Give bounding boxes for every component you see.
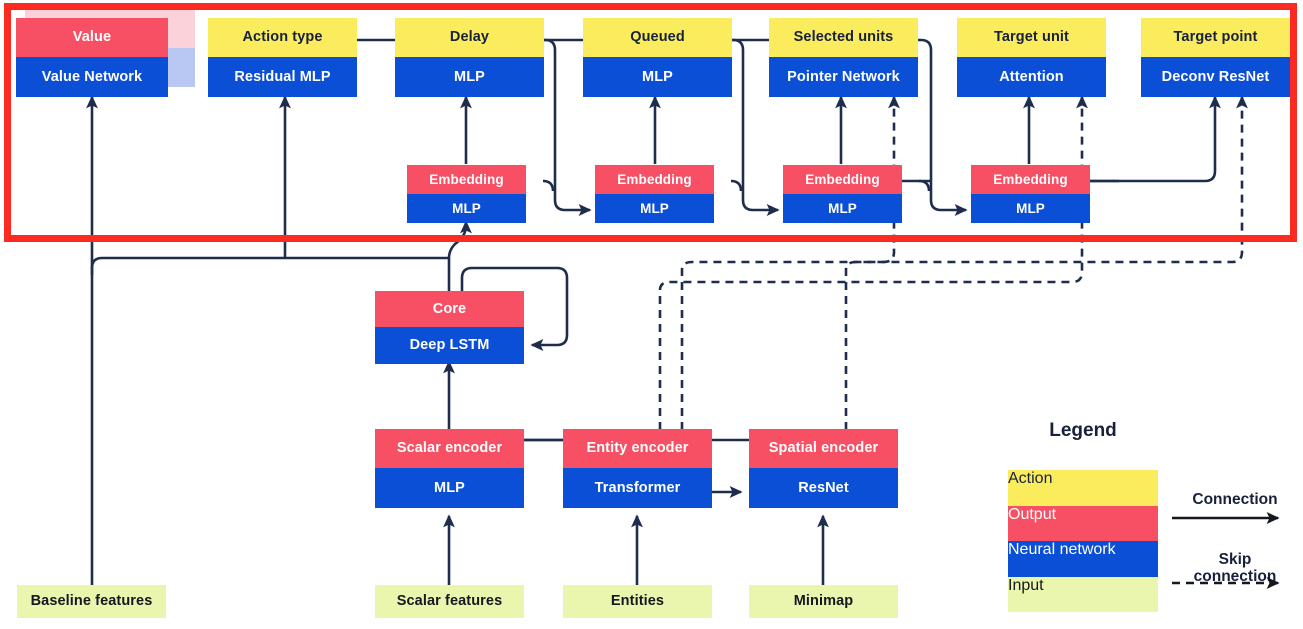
node-queued-title: Queued bbox=[583, 18, 732, 57]
skip-spatial-to-targetpoint bbox=[844, 95, 1248, 430]
edge-embedding3-right-stub bbox=[918, 179, 931, 192]
node-scalar-encoder[interactable]: Scalar encoder MLP bbox=[375, 429, 524, 508]
node-selected-units-title: Selected units bbox=[769, 18, 918, 57]
node-action-type[interactable]: Action type Residual MLP bbox=[208, 18, 357, 97]
node-minimap-label: Minimap bbox=[749, 585, 898, 618]
edge-embedding1-right-stub bbox=[542, 179, 555, 192]
node-scalar-encoder-network: MLP bbox=[375, 468, 524, 508]
node-target-point-title: Target point bbox=[1141, 18, 1290, 57]
skip-entity-to-selectedunits bbox=[680, 95, 900, 430]
node-entity-encoder-network: Transformer bbox=[563, 468, 712, 508]
node-embedding-4[interactable]: Embedding MLP bbox=[971, 165, 1090, 223]
edge-core-to-left-rail bbox=[90, 256, 449, 275]
node-target-unit[interactable]: Target unit Attention bbox=[957, 18, 1106, 97]
node-target-unit-network: Attention bbox=[957, 57, 1106, 97]
node-target-unit-title: Target unit bbox=[957, 18, 1106, 57]
node-core[interactable]: Core Deep LSTM bbox=[375, 291, 524, 364]
edge-core-to-embedding1 bbox=[447, 220, 472, 259]
node-queued[interactable]: Queued MLP bbox=[583, 18, 732, 97]
node-embedding-2-title: Embedding bbox=[595, 165, 714, 194]
node-action-type-title: Action type bbox=[208, 18, 357, 57]
node-selected-units-network: Pointer Network bbox=[769, 57, 918, 97]
node-embedding-3[interactable]: Embedding MLP bbox=[783, 165, 902, 223]
node-spatial-encoder-network: ResNet bbox=[749, 468, 898, 508]
node-value-title: Value bbox=[16, 18, 168, 57]
legend-connection-label: Connection bbox=[1192, 491, 1278, 508]
node-core-network: Deep LSTM bbox=[375, 327, 524, 364]
node-embedding-1-title: Embedding bbox=[407, 165, 526, 194]
node-value[interactable]: Value Value Network bbox=[16, 18, 168, 97]
node-embedding-4-network: MLP bbox=[971, 194, 1090, 223]
skip-entity-to-targetunit bbox=[658, 95, 1088, 430]
node-scalar-features-label: Scalar features bbox=[375, 585, 524, 618]
node-value-network: Value Network bbox=[16, 57, 168, 97]
node-embedding-3-title: Embedding bbox=[783, 165, 902, 194]
node-spatial-encoder-title: Spatial encoder bbox=[749, 429, 898, 468]
node-entities[interactable]: Entities bbox=[563, 585, 712, 618]
node-embedding-1[interactable]: Embedding MLP bbox=[407, 165, 526, 223]
node-action-type-network: Residual MLP bbox=[208, 57, 357, 97]
legend-arrow-samples bbox=[1172, 512, 1280, 589]
node-embedding-2-network: MLP bbox=[595, 194, 714, 223]
node-selected-units[interactable]: Selected units Pointer Network bbox=[769, 18, 918, 97]
node-entity-encoder-title: Entity encoder bbox=[563, 429, 712, 468]
node-spatial-encoder[interactable]: Spatial encoder ResNet bbox=[749, 429, 898, 508]
node-embedding-3-network: MLP bbox=[783, 194, 902, 223]
node-delay[interactable]: Delay MLP bbox=[395, 18, 544, 97]
legend-swatch-action: Action bbox=[1008, 470, 1158, 506]
node-entities-label: Entities bbox=[563, 585, 712, 618]
node-target-point[interactable]: Target point Deconv ResNet bbox=[1141, 18, 1290, 97]
edge-embedding4-to-targetpoint bbox=[1082, 95, 1221, 183]
node-entity-encoder[interactable]: Entity encoder Transformer bbox=[563, 429, 712, 508]
node-queued-network: MLP bbox=[583, 57, 732, 97]
node-embedding-1-network: MLP bbox=[407, 194, 526, 223]
node-baseline-features-label: Baseline features bbox=[17, 585, 166, 618]
edge-embedding2-right-stub bbox=[730, 179, 743, 192]
node-baseline-features[interactable]: Baseline features bbox=[17, 585, 166, 618]
node-minimap[interactable]: Minimap bbox=[749, 585, 898, 618]
node-delay-network: MLP bbox=[395, 57, 544, 97]
legend-swatch-stack: Action Output Neural network Input bbox=[1008, 470, 1158, 612]
legend-swatch-output: Output bbox=[1008, 505, 1158, 541]
node-core-title: Core bbox=[375, 291, 524, 327]
node-delay-title: Delay bbox=[395, 18, 544, 57]
node-scalar-features[interactable]: Scalar features bbox=[375, 585, 524, 618]
legend-swatch-input: Input bbox=[1008, 576, 1158, 612]
node-embedding-4-title: Embedding bbox=[971, 165, 1090, 194]
node-embedding-2[interactable]: Embedding MLP bbox=[595, 165, 714, 223]
legend-skip-connection-label: Skip connection bbox=[1193, 551, 1277, 586]
legend-swatch-neural-network: Neural network bbox=[1008, 541, 1158, 577]
node-scalar-encoder-title: Scalar encoder bbox=[375, 429, 524, 468]
legend-title: Legend bbox=[1049, 420, 1117, 441]
node-target-point-network: Deconv ResNet bbox=[1141, 57, 1290, 97]
